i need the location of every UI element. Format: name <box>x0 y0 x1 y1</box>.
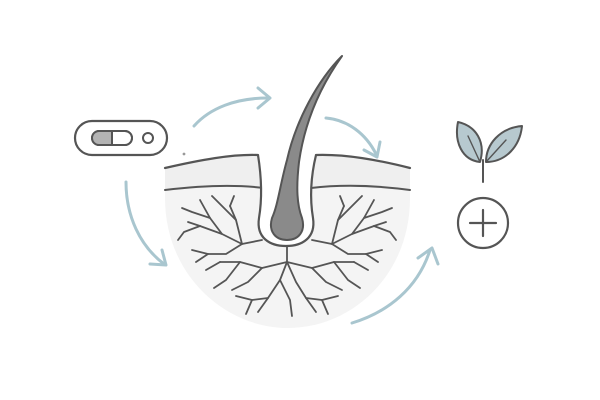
curved-arrow-icon-top-right <box>324 116 382 159</box>
test-strip-well <box>142 132 154 144</box>
skin-surface-left <box>163 153 260 170</box>
epidermis-edge-right <box>310 184 411 191</box>
skin-layer <box>165 154 410 190</box>
detail-dot <box>182 152 186 156</box>
curved-arrow-icon-left <box>124 180 168 267</box>
curved-arrow-icon-top-left <box>192 86 272 128</box>
epidermis-edge-left <box>164 184 265 191</box>
curved-arrow-icon-bottom-right <box>350 246 440 325</box>
leaf-sprout-icon <box>456 121 523 183</box>
test-strip-icon <box>73 119 169 157</box>
root-network <box>177 195 397 317</box>
leaf-left <box>456 121 483 163</box>
plus-circle-icon <box>456 196 510 250</box>
skin-surface-right <box>314 153 412 170</box>
hair-follicle <box>256 55 343 248</box>
hair-shaft <box>270 55 343 241</box>
test-strip-result-fill <box>92 131 112 145</box>
